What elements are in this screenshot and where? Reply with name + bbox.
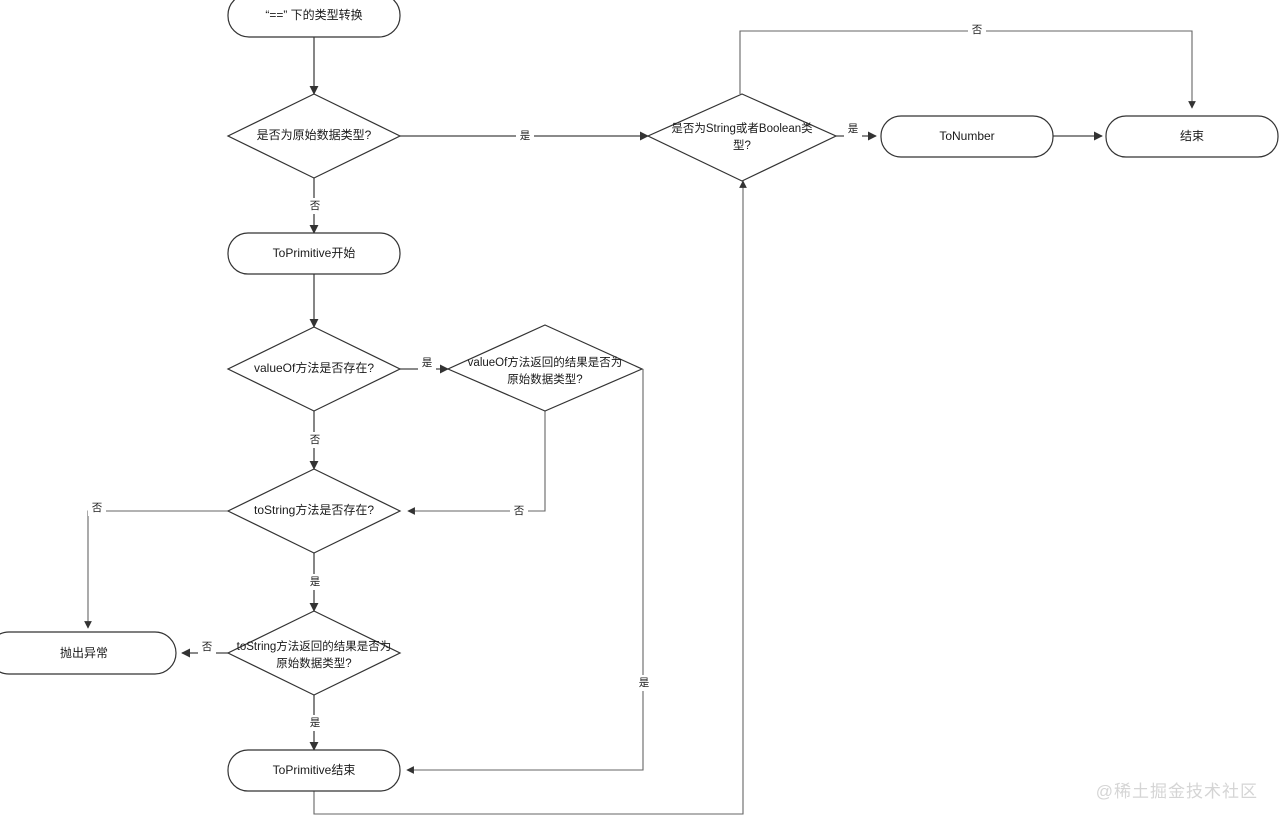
edge-label-is-primitive-yes: 是 bbox=[520, 130, 531, 142]
node-tostring-result-primitive-label-line1: toString方法返回的结果是否为 bbox=[237, 639, 392, 653]
edge-label-valueof-exists-no: 否 bbox=[310, 434, 321, 446]
edge-label-is-string-boolean-no: 否 bbox=[972, 24, 983, 36]
node-tostring-result-primitive[interactable]: toString方法返回的结果是否为 原始数据类型? bbox=[226, 610, 402, 696]
node-is-string-boolean[interactable]: 是否为String或者Boolean类 型? bbox=[646, 93, 838, 182]
edge-label-is-primitive-no: 否 bbox=[310, 200, 321, 212]
edge-label-tostring-exists-yes: 是 bbox=[310, 576, 321, 588]
node-start-shape bbox=[227, 0, 401, 38]
edge-valueof-result-to-toprimitive-end bbox=[406, 369, 644, 774]
edge-label-bg bbox=[844, 128, 862, 144]
node-throw-error-shape bbox=[0, 631, 177, 675]
node-start[interactable]: “==” 下的类型转换 bbox=[227, 0, 401, 38]
node-tostring-result-primitive-shape bbox=[226, 610, 402, 696]
edge-label-bg bbox=[968, 23, 986, 39]
edge-label-tostring-exists-no: 否 bbox=[92, 502, 103, 514]
edge-label-valueof-result-yes: 是 bbox=[639, 677, 650, 689]
node-start-label: “==” 下的类型转换 bbox=[265, 7, 362, 22]
node-toprimitive-end-shape bbox=[227, 749, 401, 792]
node-to-number[interactable]: ToNumber bbox=[880, 115, 1054, 158]
node-valueof-result-primitive-label-line2: 原始数据类型? bbox=[507, 372, 582, 386]
node-toprimitive-start-shape bbox=[227, 232, 401, 275]
node-is-string-boolean-label-line2: 型? bbox=[733, 138, 751, 152]
node-valueof-exists-shape bbox=[226, 326, 402, 412]
edge-label-bg bbox=[306, 432, 324, 448]
node-to-number-label: ToNumber bbox=[939, 129, 994, 143]
node-is-string-boolean-label-line1: 是否为String或者Boolean类 bbox=[671, 121, 813, 135]
edge-label-bg bbox=[198, 645, 216, 661]
node-valueof-exists[interactable]: valueOf方法是否存在? bbox=[226, 326, 402, 412]
edge-label-valueof-exists-yes: 是 bbox=[422, 357, 433, 369]
edge-label-tostring-result-no: 否 bbox=[202, 641, 213, 653]
edge-label-is-string-boolean-yes: 是 bbox=[848, 123, 859, 135]
node-is-primitive-label: 是否为原始数据类型? bbox=[257, 127, 372, 142]
node-tostring-exists-label: toString方法是否存在? bbox=[254, 502, 374, 517]
edge-label-bg bbox=[88, 500, 106, 516]
edge-label-bg bbox=[635, 675, 653, 691]
edge-label-bg bbox=[516, 128, 534, 144]
edge-label-bg bbox=[418, 361, 436, 377]
edge-label-bg bbox=[306, 198, 324, 214]
edge-tostring-exists-to-throw-error bbox=[84, 510, 228, 629]
node-to-number-shape bbox=[880, 115, 1054, 158]
node-end-shape bbox=[1105, 115, 1279, 158]
node-layer: “==” 下的类型转换 是否为原始数据类型? 是否为String或者Boolea… bbox=[0, 0, 1279, 792]
watermark-text: @稀土掘金技术社区 bbox=[1095, 782, 1258, 801]
edge-label-valueof-result-no: 否 bbox=[514, 505, 525, 517]
node-is-primitive[interactable]: 是否为原始数据类型? bbox=[226, 93, 402, 179]
node-tostring-exists[interactable]: toString方法是否存在? bbox=[226, 468, 402, 554]
node-tostring-exists-shape bbox=[226, 468, 402, 554]
node-is-primitive-shape bbox=[226, 93, 402, 179]
edge-label-bg bbox=[510, 503, 528, 519]
node-tostring-result-primitive-label-line2: 原始数据类型? bbox=[276, 656, 351, 670]
node-toprimitive-end-label: ToPrimitive结束 bbox=[273, 763, 356, 777]
node-is-string-boolean-shape bbox=[646, 93, 838, 182]
node-end-label: 结束 bbox=[1180, 129, 1204, 143]
edge-layer: 是 否 是 否 是 否 bbox=[84, 23, 1196, 815]
node-valueof-result-primitive-shape bbox=[446, 324, 644, 412]
edge-is-string-boolean-to-end bbox=[739, 30, 1196, 109]
node-valueof-exists-label: valueOf方法是否存在? bbox=[254, 360, 374, 375]
node-toprimitive-start[interactable]: ToPrimitive开始 bbox=[227, 232, 401, 275]
edge-label-bg bbox=[306, 715, 324, 731]
node-throw-error-label: 抛出异常 bbox=[60, 645, 108, 660]
node-valueof-result-primitive[interactable]: valueOf方法返回的结果是否为 原始数据类型? bbox=[446, 324, 644, 412]
edge-toprimitive-end-to-is-string-boolean bbox=[313, 180, 747, 815]
edge-label-bg bbox=[306, 574, 324, 590]
node-toprimitive-start-label: ToPrimitive开始 bbox=[273, 246, 356, 260]
node-throw-error[interactable]: 抛出异常 bbox=[0, 631, 177, 675]
node-end[interactable]: 结束 bbox=[1105, 115, 1279, 158]
edge-label-tostring-result-yes: 是 bbox=[310, 717, 321, 729]
node-valueof-result-primitive-label-line1: valueOf方法返回的结果是否为 bbox=[468, 355, 623, 369]
node-toprimitive-end[interactable]: ToPrimitive结束 bbox=[227, 749, 401, 792]
edge-valueof-result-to-tostring-exists bbox=[407, 411, 546, 515]
